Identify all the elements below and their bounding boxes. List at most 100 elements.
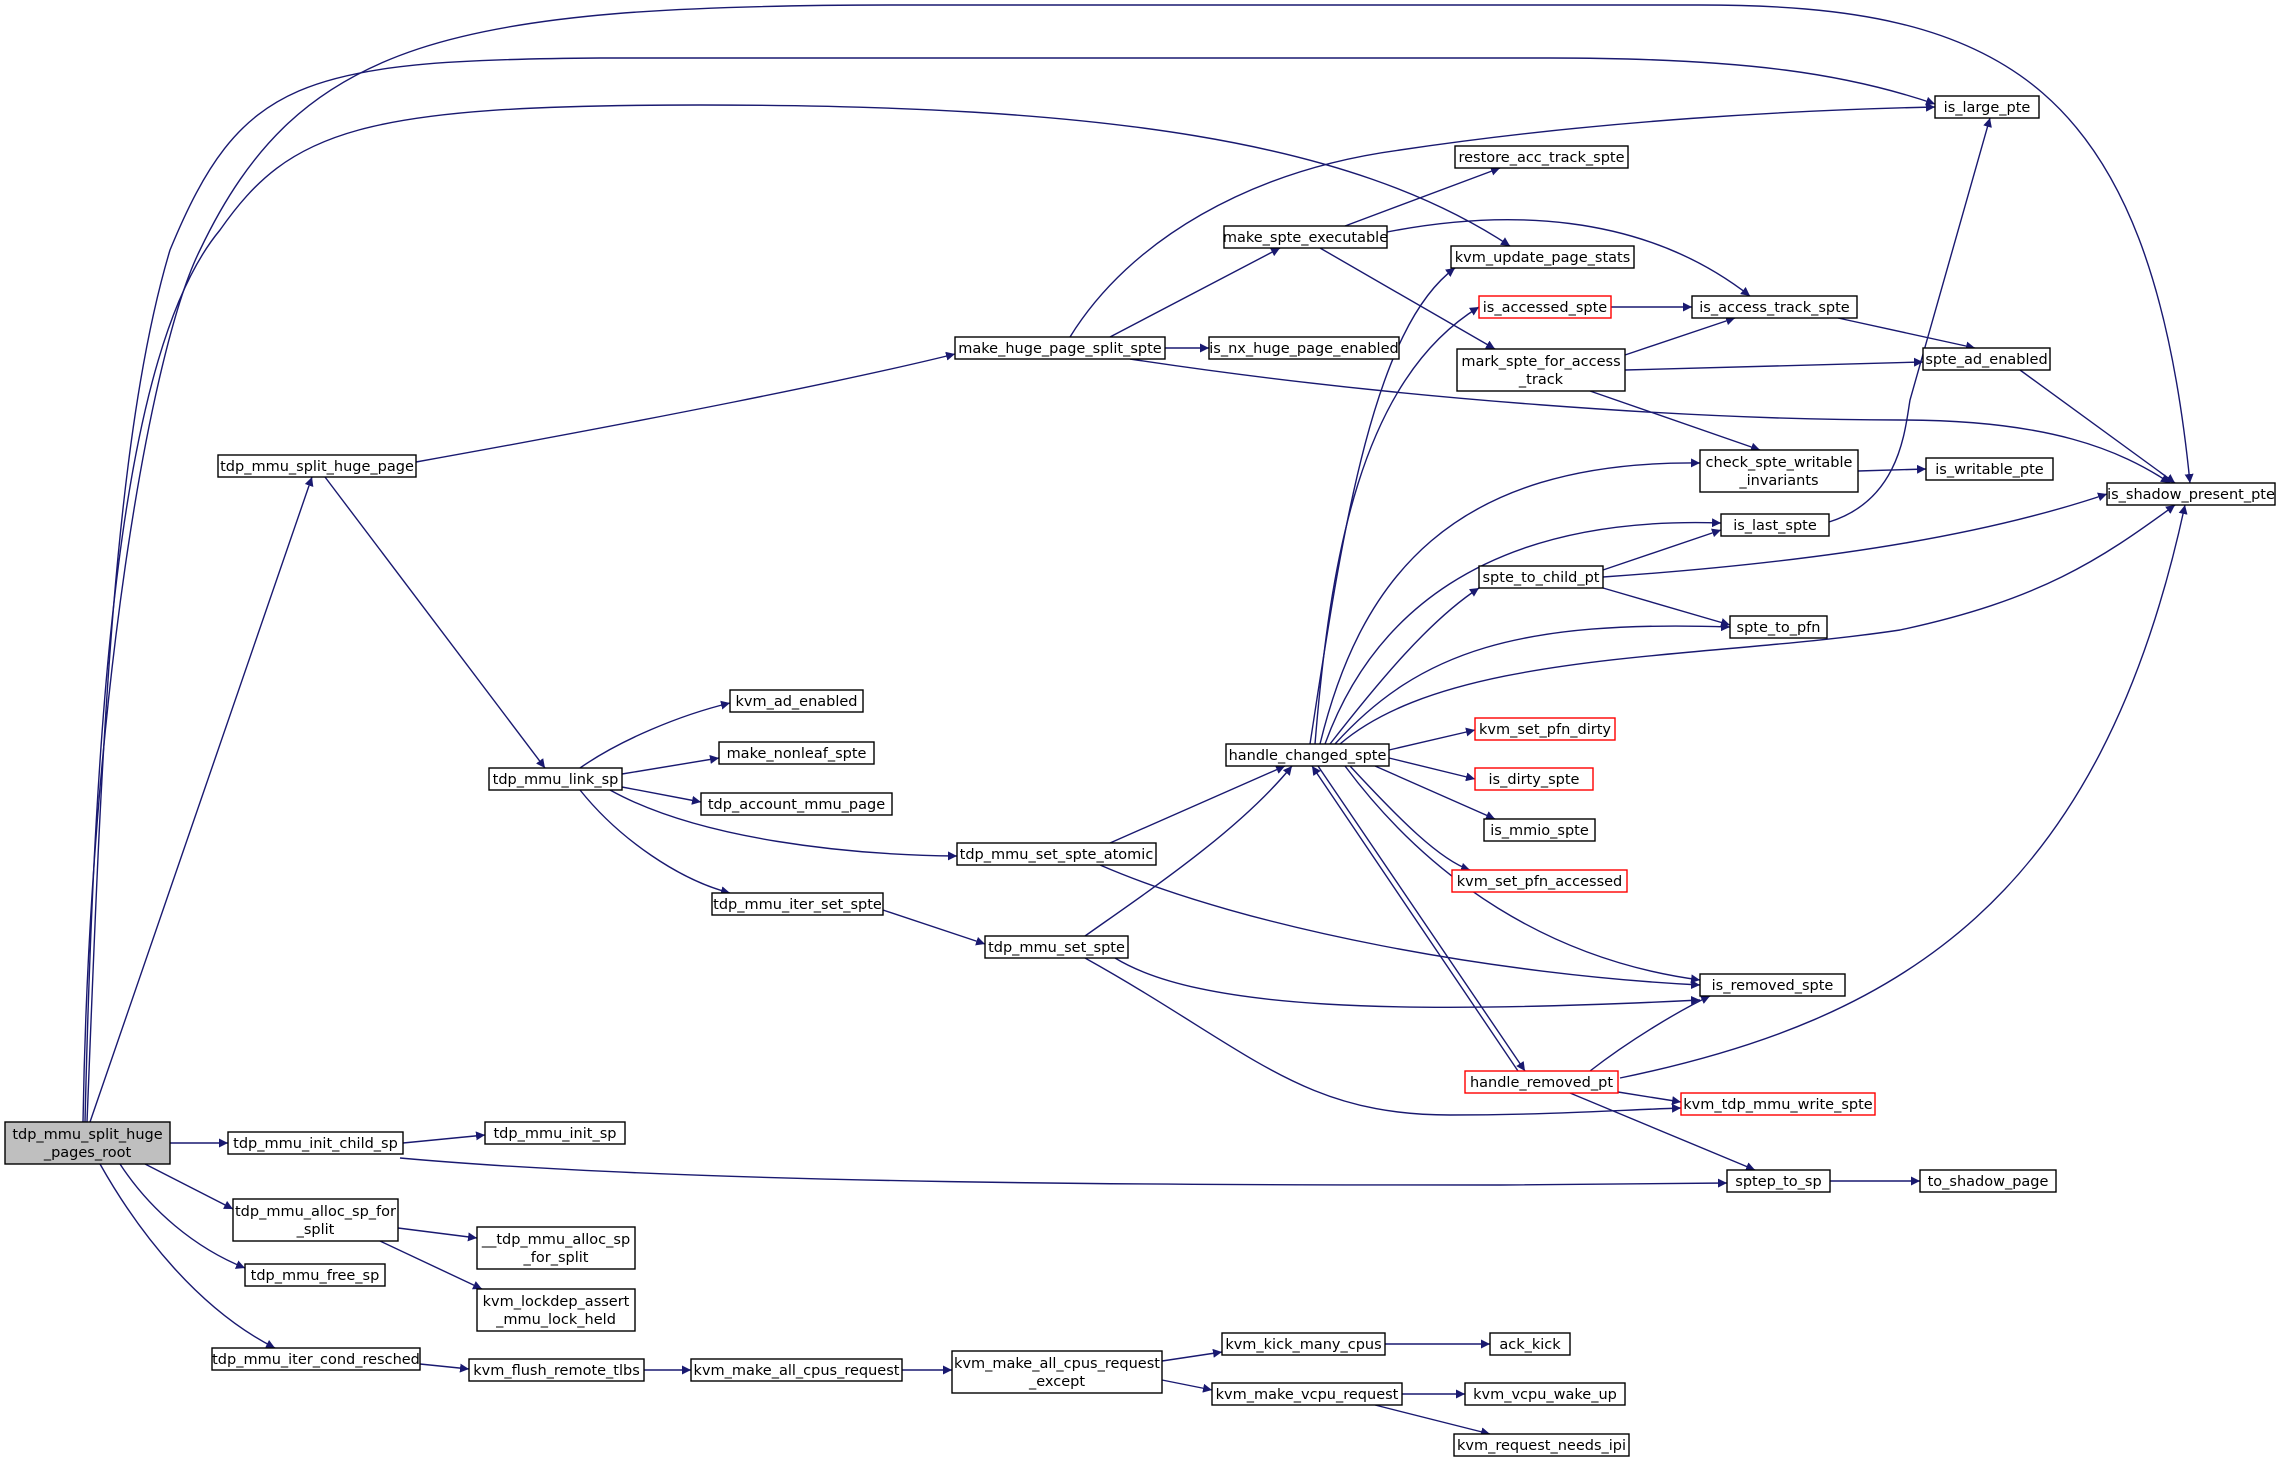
node-label: _invariants <box>1738 473 1818 489</box>
edge-set_atomic-removed_spte <box>1099 864 1701 990</box>
node-label: _split <box>296 1222 335 1238</box>
node-accessed[interactable]: is_accessed_spte <box>1478 295 1612 319</box>
node-last-spte[interactable]: is_last_spte <box>1720 513 1830 537</box>
node-dirty[interactable]: is_dirty_spte <box>1474 767 1594 791</box>
node-pfn-dirty[interactable]: kvm_set_pfn_dirty <box>1474 717 1616 741</box>
node-layer: tdp_mmu_split_huge_pages_root tdp_mmu_ini… <box>4 95 2276 1457</box>
edge-handle_changed-last_spte <box>1324 518 1722 745</box>
node-write-spte[interactable]: kvm_tdp_mmu_write_spte <box>1680 1092 1876 1116</box>
node-label: tdp_mmu_iter_set_spte <box>713 897 882 913</box>
edge-all_cpus_except-kick_many <box>1161 1348 1223 1362</box>
edge-set_spte-handle_changed <box>1084 765 1293 937</box>
node-restore[interactable]: restore_acc_track_spte <box>1454 145 1629 169</box>
node---alloc[interactable]: __tdp_mmu_alloc_sp _for_split <box>476 1226 636 1270</box>
node-box <box>1478 565 1604 589</box>
node-box <box>1919 1169 2057 1193</box>
node-ack-kick[interactable]: ack_kick <box>1489 1332 1571 1356</box>
node-handle-removed[interactable]: handle_removed_pt <box>1464 1070 1619 1094</box>
node-make-huge[interactable]: make_huge_page_split_spte <box>954 336 1166 360</box>
node-make-exec[interactable]: make_spte_executable <box>1223 225 1388 249</box>
node-shadow-page[interactable]: to_shadow_page <box>1919 1169 2057 1193</box>
node-large-pte[interactable]: is_large_pte <box>1934 95 2040 119</box>
node-link-sp[interactable]: tdp_mmu_link_sp <box>488 767 623 791</box>
node-set-spte[interactable]: tdp_mmu_set_spte <box>984 935 1129 959</box>
node-nx-huge[interactable]: is_nx_huge_page_enabled <box>1208 336 1400 360</box>
edge-init_child-init_sp <box>402 1131 486 1144</box>
node-all-cpus[interactable]: kvm_make_all_cpus_request <box>690 1358 903 1382</box>
node-init-sp[interactable]: tdp_mmu_init_sp <box>484 1121 626 1145</box>
node-label: is_shadow_present_pte <box>2107 487 2275 503</box>
node-free-sp[interactable]: tdp_mmu_free_sp <box>244 1263 386 1287</box>
node-box <box>984 935 1129 959</box>
node-label: handle_changed_spte <box>1229 748 1387 764</box>
node-child-pt[interactable]: spte_to_child_pt <box>1478 565 1604 589</box>
edge-layer <box>82 4 2194 1437</box>
node-ad-enabled[interactable]: kvm_ad_enabled <box>729 689 864 713</box>
node-set-atomic[interactable]: tdp_mmu_set_spte_atomic <box>956 842 1157 866</box>
node-removed-spte[interactable]: is_removed_spte <box>1699 973 1846 997</box>
node-box <box>1474 717 1616 741</box>
node-flush[interactable]: kvm_flush_remote_tlbs <box>468 1358 645 1382</box>
node-label: _for_split <box>523 1250 589 1266</box>
node-box <box>1450 245 1635 269</box>
node-pfn-accessed[interactable]: kvm_set_pfn_accessed <box>1451 869 1628 893</box>
node-label: tdp_mmu_split_huge_page <box>220 459 414 475</box>
node-box <box>718 741 875 765</box>
node-spte-ad[interactable]: spte_ad_enabled <box>1922 347 2051 371</box>
edge-link_sp-iter_set <box>579 789 731 896</box>
edge-mark-is_access_track <box>1624 316 1736 356</box>
node-is-access-track[interactable]: is_access_track_spte <box>1691 295 1858 319</box>
node-box <box>1925 457 2054 481</box>
edge-vcpu_req-needs_ipi <box>1374 1404 1491 1437</box>
node-check-writable[interactable]: check_spte_writable_invariants <box>1699 449 1859 493</box>
node-label: kvm_make_all_cpus_request <box>694 1363 900 1379</box>
node-sptep-sp[interactable]: sptep_to_sp <box>1726 1169 1831 1193</box>
node-shadow-present[interactable]: is_shadow_present_pte <box>2106 482 2276 506</box>
edge-set_spte-write_spte <box>1084 957 1682 1116</box>
node-init-child[interactable]: tdp_mmu_init_child_sp <box>227 1131 404 1155</box>
node-cond-resched[interactable]: tdp_mmu_iter_cond_resched <box>211 1347 421 1371</box>
node-account[interactable]: tdp_account_mmu_page <box>700 792 893 816</box>
edge-handle_changed-handle_removed <box>1317 765 1526 1072</box>
node-mmio[interactable]: is_mmio_spte <box>1483 818 1596 842</box>
node-box <box>1474 767 1594 791</box>
node-box <box>1464 1382 1626 1406</box>
node-box <box>468 1358 645 1382</box>
node-root[interactable]: tdp_mmu_split_huge_pages_root <box>4 1121 171 1165</box>
node-label: kvm_flush_remote_tlbs <box>473 1363 640 1379</box>
edge-make_huge-make_exec <box>1109 247 1281 338</box>
node-all-cpus-except[interactable]: kvm_make_all_cpus_request_except <box>951 1350 1163 1394</box>
node-wake-up[interactable]: kvm_vcpu_wake_up <box>1464 1382 1626 1406</box>
node-label: tdp_mmu_link_sp <box>493 772 619 788</box>
node-box <box>1720 513 1830 537</box>
node-writable[interactable]: is_writable_pte <box>1925 457 2054 481</box>
edge-handle_changed-removed_spte <box>1344 765 1701 984</box>
node-label: __tdp_mmu_alloc_sp <box>481 1232 630 1248</box>
node-iter-set[interactable]: tdp_mmu_iter_set_spte <box>711 892 884 916</box>
node-split-huge[interactable]: tdp_mmu_split_huge_page <box>217 454 417 478</box>
node-label: ack_kick <box>1499 1337 1561 1353</box>
node-label: is_dirty_spte <box>1489 772 1580 788</box>
node-update-stats[interactable]: kvm_update_page_stats <box>1450 245 1635 269</box>
edge-root-alloc_split <box>144 1163 234 1210</box>
node-alloc-split[interactable]: tdp_mmu_alloc_sp_for_split <box>232 1198 399 1242</box>
node-kick-many[interactable]: kvm_kick_many_cpus <box>1221 1332 1386 1356</box>
node-box <box>1729 615 1828 639</box>
node-box <box>244 1263 386 1287</box>
node-label: is_large_pte <box>1944 100 2031 116</box>
node-mark[interactable]: mark_spte_for_access_track <box>1456 348 1626 392</box>
node-vcpu-req[interactable]: kvm_make_vcpu_request <box>1211 1382 1403 1406</box>
node-lockdep[interactable]: kvm_lockdep_assert_mmu_lock_held <box>476 1288 636 1332</box>
node-nonleaf[interactable]: make_nonleaf_spte <box>718 741 875 765</box>
node-label: kvm_request_needs_ipi <box>1457 1438 1626 1454</box>
node-box <box>956 842 1157 866</box>
node-needs-ipi[interactable]: kvm_request_needs_ipi <box>1453 1433 1630 1457</box>
node-label: kvm_kick_many_cpus <box>1225 1337 1381 1353</box>
edge-last_spte-large_pte <box>1828 117 1992 523</box>
node-to-pfn[interactable]: spte_to_pfn <box>1729 615 1828 639</box>
edge-make_huge-large_pte <box>1069 102 1936 338</box>
node-handle-changed[interactable]: handle_changed_spte <box>1225 743 1390 767</box>
node-label: spte_to_child_pt <box>1483 570 1600 586</box>
node-label: tdp_mmu_free_sp <box>251 1268 380 1284</box>
edge-handle_changed-mmio <box>1374 765 1496 820</box>
